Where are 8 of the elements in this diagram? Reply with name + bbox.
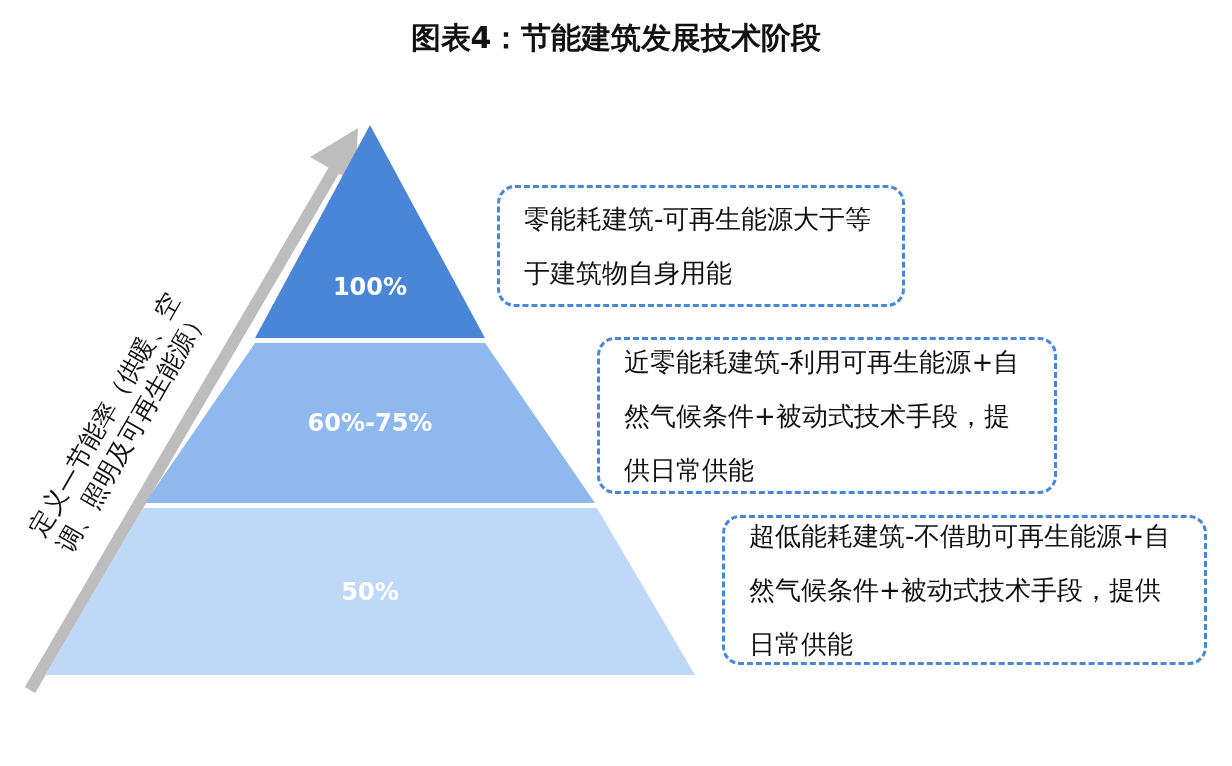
description-box: 近零能耗建筑-利用可再生能源+自然气候条件+被动式技术手段，提供日常供能 (597, 337, 1057, 494)
description-box: 超低能耗建筑-不借助可再生能源+自然气候条件+被动式技术手段，提供日常供能 (722, 515, 1207, 665)
percentage-label: 50% (341, 577, 399, 606)
percentage-label: 60%-75% (307, 409, 433, 437)
axis-label: 定义—节能率（供暖、空调、照明及可再生能源） (22, 287, 215, 558)
percentage-label: 100% (332, 272, 408, 301)
title: 图表4：节能建筑发展技术阶段 (409, 19, 823, 57)
description-box: 零能耗建筑-可再生能源大于等于建筑物自身用能 (497, 185, 905, 307)
